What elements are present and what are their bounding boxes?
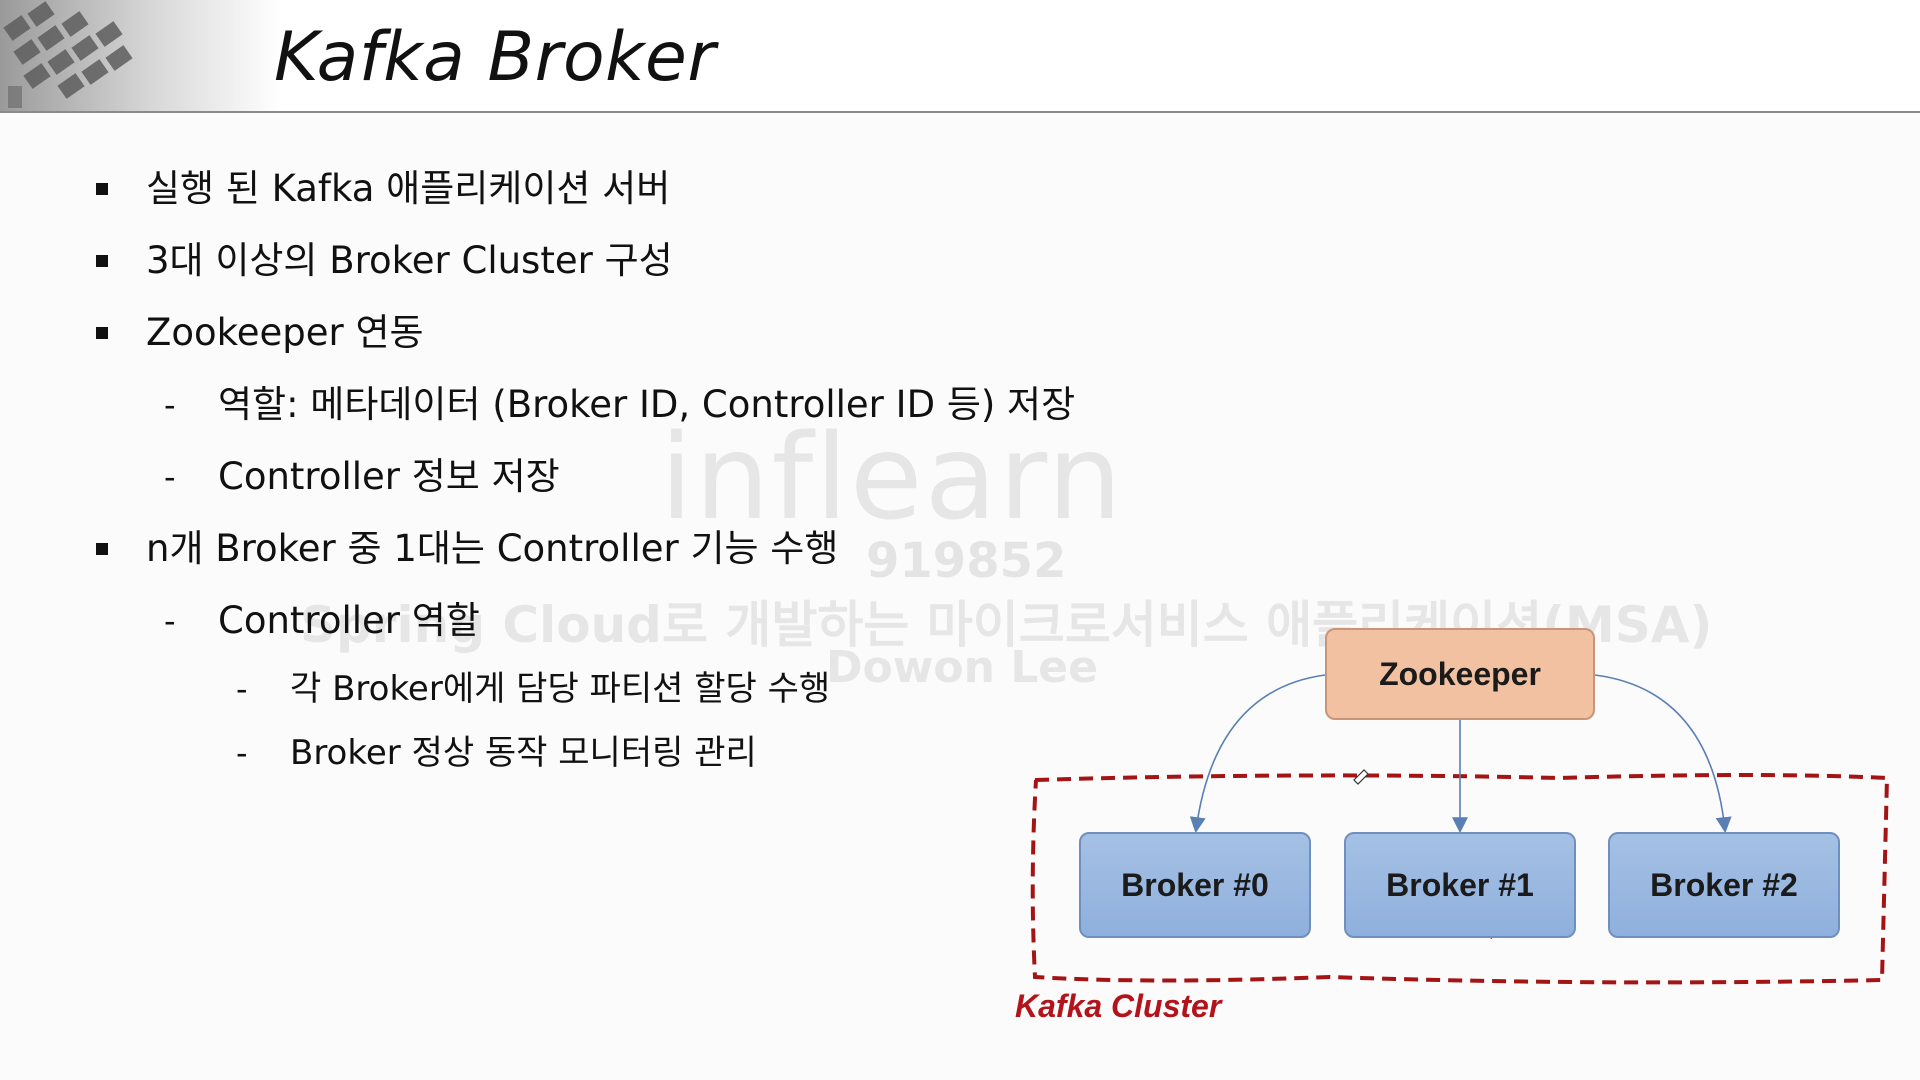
sub-sub-bullet-item: 각 Broker에게 담당 파티션 할당 수행 (290, 669, 831, 709)
connector-zookeeper-broker0 (1189, 674, 1326, 834)
bullet-marker (96, 255, 108, 267)
bullet-marker (96, 543, 108, 555)
sub-bullet-item: Controller 정보 저장 (218, 455, 560, 498)
sub-sub-bullet-item: Broker 정상 동작 모니터링 관리 (290, 733, 757, 773)
kafka-cluster-label: Kafka Cluster (1015, 988, 1222, 1024)
broker-node-0: Broker #0 (1079, 832, 1311, 938)
sub-bullet-item: Controller 역할 (218, 599, 480, 642)
slide-header: Kafka Broker (0, 0, 1920, 113)
laptop-keyboard-image (0, 0, 280, 111)
pen-cursor-icon (1353, 769, 1369, 785)
sub-bullet-dash: - (164, 386, 176, 424)
sub-bullet-dash: - (164, 602, 176, 640)
bullet-item: n개 Broker 중 1대는 Controller 기능 수행 (146, 527, 839, 570)
broker-node-1: Broker #1 (1344, 832, 1576, 938)
connector-zookeeper-broker2 (1594, 674, 1732, 834)
bullet-marker (96, 327, 108, 339)
sub-bullet-dash: - (164, 458, 176, 496)
sub-bullet-item: 역할: 메타데이터 (Broker ID, Controller ID 등) 저… (218, 383, 1076, 426)
bullet-item: 3대 이상의 Broker Cluster 구성 (146, 239, 673, 282)
broker-node-2: Broker #2 (1608, 832, 1840, 938)
bullet-item: Zookeeper 연동 (146, 311, 424, 354)
kafka-cluster-boundary (1030, 773, 1890, 985)
bullet-item: 실행 된 Kafka 애플리케이션 서버 (146, 167, 671, 210)
sub-sub-bullet-dash: - (236, 734, 248, 772)
slide-title: Kafka Broker (274, 18, 716, 97)
sub-sub-bullet-dash: - (236, 670, 248, 708)
bullet-marker (96, 183, 108, 195)
zookeeper-node: Zookeeper (1325, 628, 1595, 720)
